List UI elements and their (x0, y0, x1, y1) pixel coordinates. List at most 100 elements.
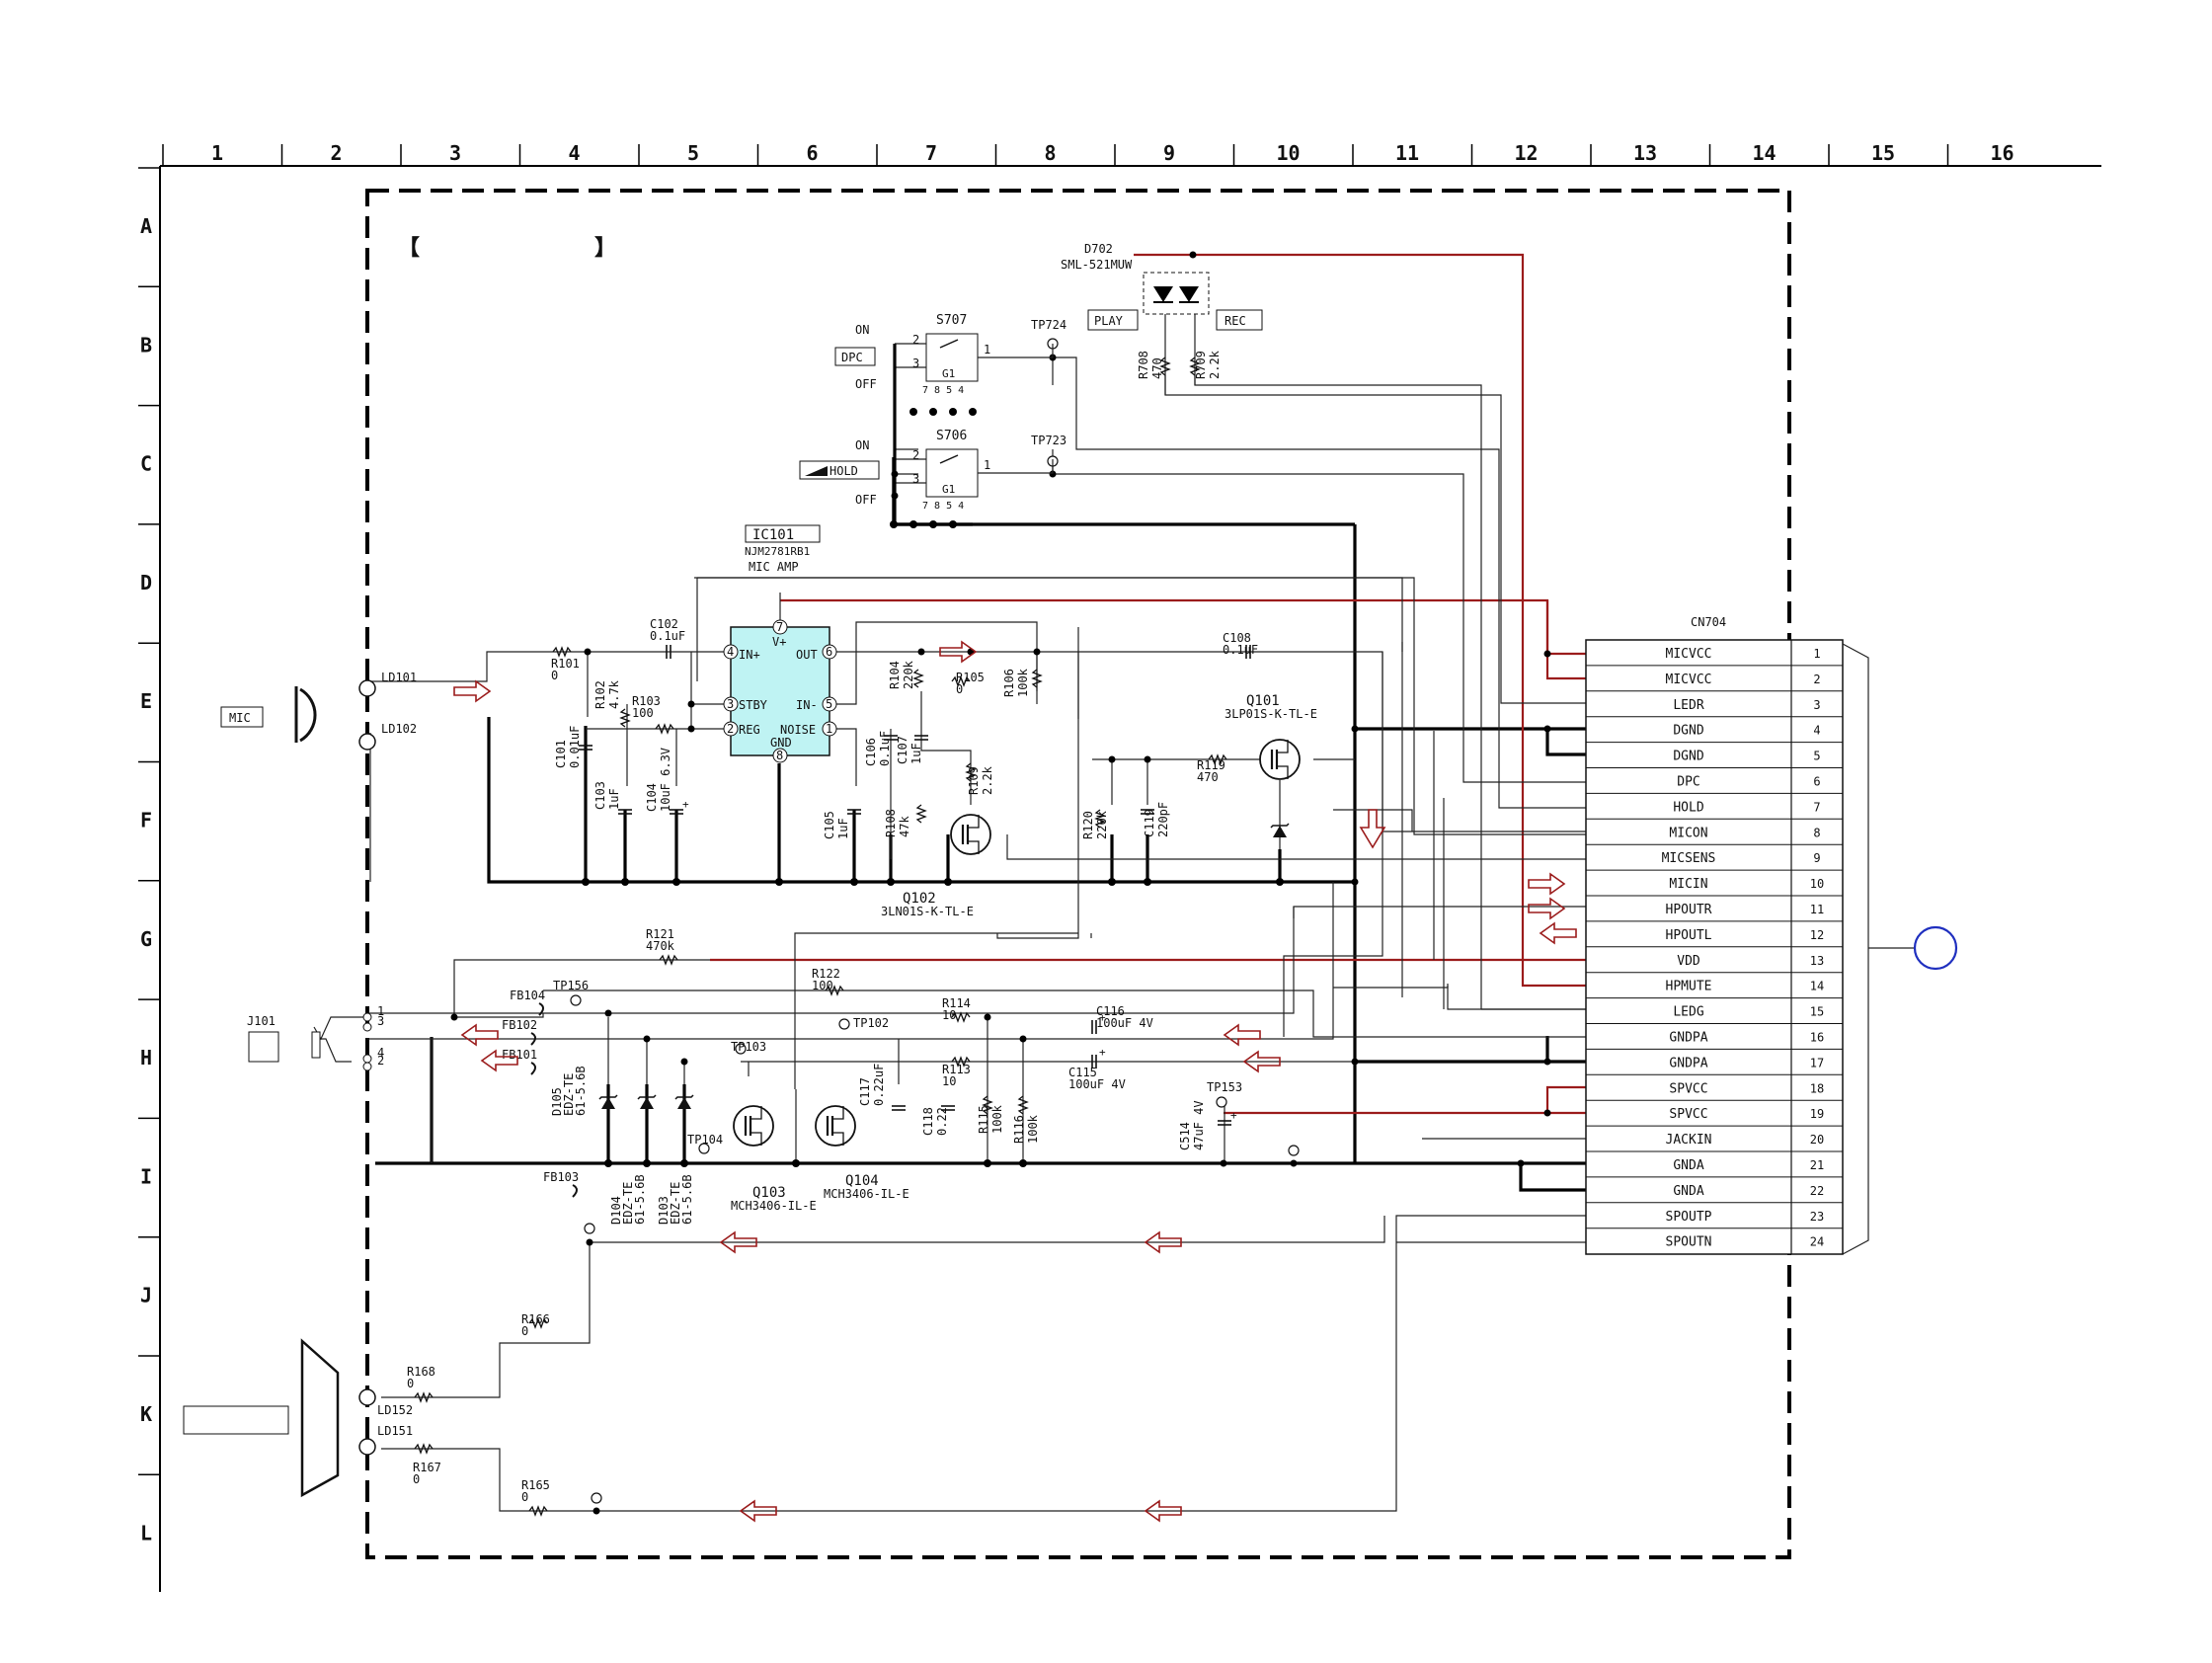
diode-spec: EDZ-TE (669, 1182, 682, 1225)
transistor-part: 3LN01S-K-TL-E (881, 905, 974, 918)
capacitor-value: 0.22uF (872, 1064, 886, 1106)
jack-pin-number: 2 (377, 1054, 384, 1068)
switch-g1: G1 (942, 483, 955, 496)
testpoint-label: TP104 (687, 1133, 723, 1147)
cn704-ref: CN704 (1691, 615, 1726, 629)
title-bracket-close: 】 (594, 236, 616, 261)
connector-marker-circle (1913, 925, 1958, 971)
cn704-pin-name: HPOUTL (1666, 928, 1712, 943)
testpoint-label: TP103 (731, 1040, 766, 1054)
cn704-pin-name: MICVCC (1666, 647, 1712, 662)
row-label: I (140, 1164, 152, 1188)
cn704-pin-number: 8 (1813, 826, 1820, 839)
column-label: 16 (1990, 141, 2014, 165)
flow-arrow (1528, 897, 1566, 920)
cn704-pin-number: 6 (1813, 775, 1820, 789)
capacitor-value: 0.1uF (878, 731, 892, 766)
cn704-pin-name: HPOUTR (1666, 903, 1712, 917)
cn704-pin-number: 9 (1813, 851, 1820, 865)
switch-off: OFF (855, 493, 877, 507)
ic101-body (730, 626, 830, 756)
capacitor-value: 47uF 4V (1192, 1100, 1206, 1150)
cn704-pin-number: 5 (1813, 750, 1820, 763)
column-label: 5 (687, 141, 699, 165)
ld151-label: LD151 (377, 1424, 413, 1438)
jack-pin-number: 1 (377, 1004, 384, 1018)
capacitor-ref: C101 (554, 740, 568, 768)
resistor-ref: R115 (977, 1105, 990, 1134)
jack-pin-number: 4 (377, 1046, 384, 1060)
d702-led: D702 SML-521MUW PLAY REC (1061, 242, 1263, 395)
ld152-label: LD152 (377, 1403, 413, 1417)
resistor-value: 2.2k (1208, 350, 1222, 379)
resistor-ref: R165 (521, 1478, 550, 1492)
capacitor-ref: C118 (921, 1107, 935, 1136)
resistor-ref: R119 (1197, 758, 1225, 772)
row-label: F (140, 809, 152, 832)
resistor-ref: R104 (888, 661, 902, 689)
resistor-ref: R166 (521, 1312, 550, 1326)
cn704-pin-number: 22 (1810, 1184, 1824, 1198)
resistor-value: 470 (1197, 770, 1219, 784)
resistor-ref: R101 (551, 657, 580, 671)
resistor-value: 4.7k (607, 679, 621, 709)
ic101-pin2: 2 (727, 722, 734, 736)
resistor-ref: R113 (942, 1063, 971, 1076)
column-label: 7 (925, 141, 937, 165)
resistor-ref: R114 (942, 996, 971, 1010)
row-label: L (140, 1521, 152, 1544)
transistor-ref: Q102 (903, 891, 936, 907)
ground-junctions (582, 408, 1284, 1167)
cn704-pin-number: 16 (1810, 1031, 1824, 1045)
capacitor-ref: C108 (1223, 631, 1251, 645)
resistor-value: 220k (902, 660, 915, 689)
flow-arrow (1359, 809, 1386, 849)
resistor-value: 0 (521, 1324, 528, 1338)
signal-wires (367, 356, 1586, 1512)
cn704-pin-name: MICSENS (1662, 851, 1716, 866)
row-label: A (140, 214, 152, 238)
cn704-pin-number: 10 (1810, 877, 1824, 891)
diode-spec: EDZ-TE (621, 1182, 635, 1225)
cn704-pin-number: 15 (1810, 1005, 1824, 1019)
transistor-part: MCH3406-IL-E (824, 1187, 909, 1201)
resistor-value: 0 (551, 669, 558, 682)
cn704-pin-name: DGND (1673, 724, 1703, 739)
diode-spec: 61-5.6B (574, 1066, 588, 1116)
mic-label: MIC (229, 711, 251, 725)
power-wires (710, 253, 1586, 1115)
column-label: 2 (330, 141, 342, 165)
resistor-value: 10 (942, 1008, 956, 1022)
ic101-pin1: 1 (826, 722, 832, 736)
ic101-pin-reg: REG (739, 723, 760, 737)
switch-on: ON (855, 323, 869, 337)
ic101-pin3: 3 (727, 697, 734, 711)
resistor-value: 47k (898, 816, 911, 837)
resistor-ref: R116 (1012, 1115, 1026, 1144)
cn704-pin-name: GNDPA (1669, 1031, 1707, 1046)
row-label: K (140, 1402, 152, 1426)
capacitor-value: 10uF 6.3V (659, 748, 672, 812)
switch-off: OFF (855, 377, 877, 391)
ic101-pin-out: OUT (796, 648, 818, 662)
column-label: 6 (806, 141, 818, 165)
switch-pin2: 2 (912, 333, 919, 347)
cn704-pin-number: 19 (1810, 1107, 1824, 1121)
capacitor-value: 220pF (1156, 802, 1170, 837)
